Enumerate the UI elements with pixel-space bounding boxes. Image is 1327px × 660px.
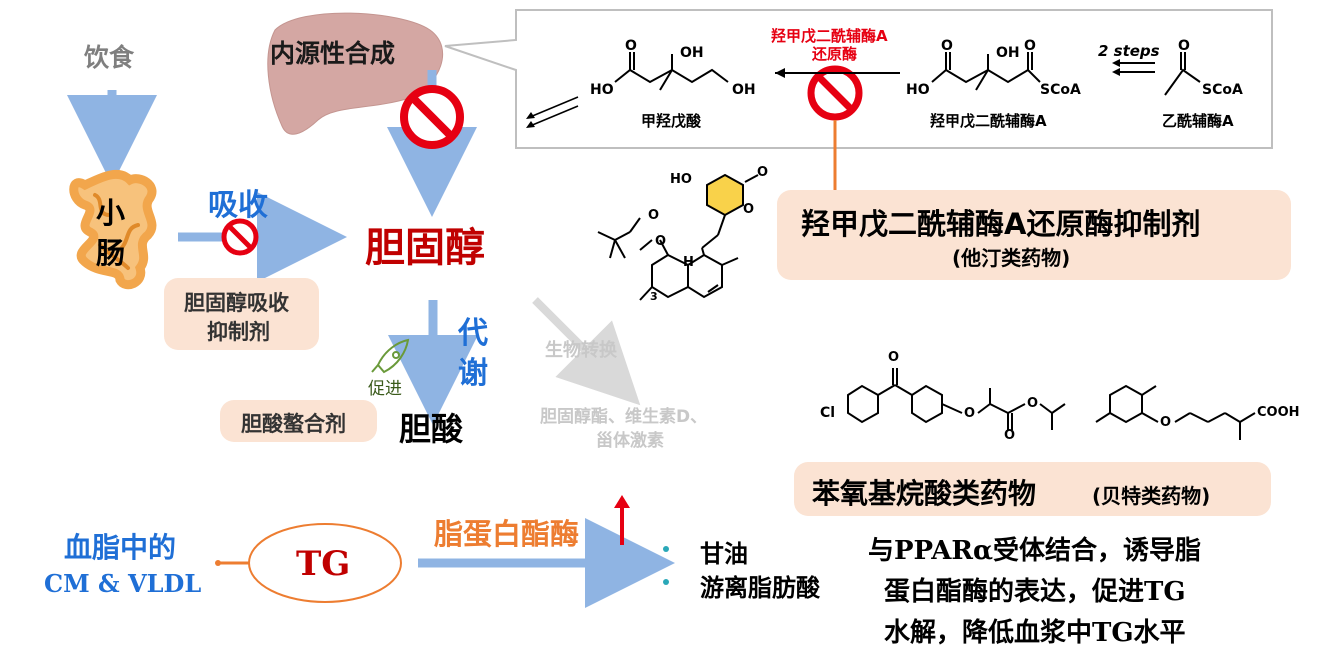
atom-oh: OH xyxy=(732,82,756,98)
bioconversion-arrow xyxy=(532,297,641,406)
atom-o: O xyxy=(625,38,637,54)
atom-cl: Cl xyxy=(820,405,836,421)
product-glycerol: 甘油 xyxy=(700,540,748,568)
rocket-icon xyxy=(371,338,410,374)
atom-oh: OH xyxy=(996,45,1020,61)
bile-acid-label: 胆酸 xyxy=(399,410,464,448)
tg-ellipse xyxy=(248,523,402,603)
absorb-label: 吸收 xyxy=(208,188,268,223)
prohibition-icon-reductase xyxy=(807,65,863,121)
promote-label: 促进 xyxy=(368,379,402,399)
fibrate-desc-line1: 与PPARα受体结合，诱导脂 xyxy=(868,536,1201,566)
product-fatty-acid: 游离脂肪酸 xyxy=(700,574,820,602)
absorb-inhibitor-line1: 胆固醇吸收 xyxy=(184,291,289,315)
statin-structure xyxy=(597,173,759,301)
blood-lipid-label: 血脂中的 xyxy=(64,531,177,564)
statin-box xyxy=(777,190,1291,280)
endogenous-label: 内源性合成 xyxy=(270,39,396,68)
statin-title: 羟甲戊二酰辅酶A还原酶抑制剂 xyxy=(801,207,1201,241)
atom-ho: HO xyxy=(906,82,930,98)
atom-scoa: SCoA xyxy=(1040,82,1081,98)
atom-cooh: COOH xyxy=(1257,405,1300,420)
atom-o: O xyxy=(648,208,660,223)
tg-label: TG xyxy=(296,544,351,584)
bile-sequestrant-box xyxy=(220,400,377,442)
atom-ring-number: 3 xyxy=(650,290,658,303)
hmg-coa-label: 羟甲戊二酰辅酶A xyxy=(930,112,1047,130)
atom-o: O xyxy=(1160,415,1172,430)
intestine-label-2: 肠 xyxy=(96,236,126,270)
atom-o: O xyxy=(1027,396,1039,411)
fibrate-subtitle: (贝特类药物) xyxy=(1092,484,1211,508)
enzyme-label-line2: 还原酶 xyxy=(812,45,858,63)
cm-vldl-label: CM & VLDL xyxy=(44,569,202,598)
intestine-label-1: 小 xyxy=(96,196,126,230)
atom-o: O xyxy=(743,202,755,217)
bile-sequestrant-label: 胆酸螯合剂 xyxy=(241,412,346,436)
lipase-label: 脂蛋白酯酶 xyxy=(434,517,580,551)
atom-o: O xyxy=(757,165,769,180)
bioconversion-label: 生物转换 xyxy=(545,340,617,361)
atom-scoa: SCoA xyxy=(1202,82,1243,98)
absorb-inhibitor-box xyxy=(164,278,319,350)
statin-subtitle: (他汀类药物) xyxy=(952,246,1071,270)
fibrate-title: 苯氧基烷酸类药物 xyxy=(812,477,1037,510)
enzyme-label-line1: 羟甲戊二酰辅酶A xyxy=(771,27,888,45)
atom-o: O xyxy=(1024,38,1036,54)
gemfibrozil-structure xyxy=(1095,384,1256,440)
atom-o: O xyxy=(964,406,976,421)
two-steps-label: 2 steps xyxy=(1098,42,1160,60)
acetyl-coa-label: 乙酰辅酶A xyxy=(1162,112,1234,130)
prohibition-icon-synthesis xyxy=(400,85,464,149)
atom-o: O xyxy=(888,350,900,365)
fenofibrate-structure xyxy=(847,368,1066,430)
atom-ho: HO xyxy=(590,82,614,98)
intestine-icon xyxy=(69,169,157,290)
fibrate-box xyxy=(794,462,1271,516)
fibrate-desc-line3: 水解，降低血浆中TG水平 xyxy=(884,618,1186,648)
atom-o: O xyxy=(941,38,953,54)
atom-ho: HO xyxy=(670,172,692,187)
metabolism-label-1: 代 xyxy=(458,316,488,351)
atom-o: O xyxy=(655,234,667,249)
atom-oh: OH xyxy=(680,45,704,61)
mevalonate-label: 甲羟戊酸 xyxy=(641,112,702,130)
prohibition-icon-absorb xyxy=(221,218,259,256)
liver-shape xyxy=(267,12,444,135)
atom-o: O xyxy=(1178,38,1190,54)
products-line1: 胆固醇酯、维生素D、 xyxy=(540,407,708,427)
atom-h: H xyxy=(683,255,694,270)
cholesterol-label: 胆固醇 xyxy=(365,225,485,271)
acetyl-coa-structure xyxy=(1164,68,1201,96)
atom-o: O xyxy=(1004,428,1016,443)
fibrate-desc-line2: 蛋白酯酶的表达，促进TG xyxy=(884,577,1186,607)
products-line2: 甾体激素 xyxy=(596,431,664,451)
absorb-inhibitor-line2: 抑制剂 xyxy=(207,320,270,344)
diet-label: 饮食 xyxy=(84,43,135,72)
metabolism-label-2: 谢 xyxy=(458,356,488,391)
